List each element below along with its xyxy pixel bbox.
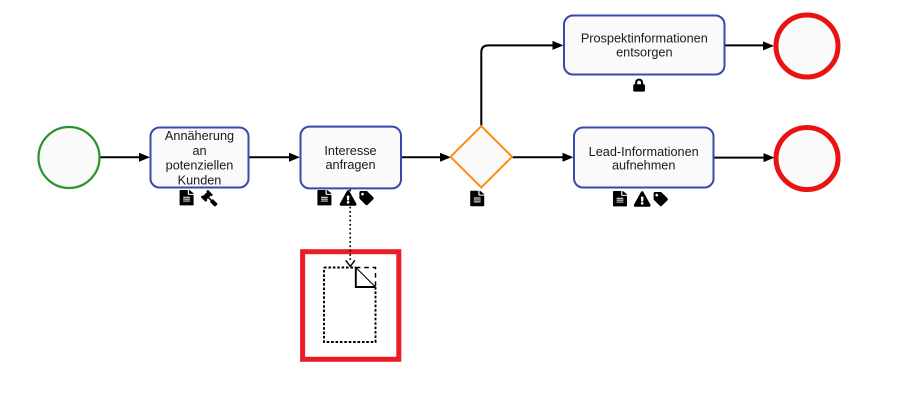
svg-text:Interesse: Interesse [324, 144, 376, 158]
svg-text:aufnehmen: aufnehmen [612, 159, 676, 173]
svg-text:potenziellen: potenziellen [166, 159, 234, 173]
svg-text:Annäherung: Annäherung [165, 129, 234, 143]
svg-text:Prospektinformationen: Prospektinformationen [581, 32, 708, 46]
svg-text:Lead-Informationen: Lead-Informationen [589, 145, 699, 159]
svg-text:Kunden: Kunden [178, 173, 222, 187]
svg-text:entsorgen: entsorgen [616, 46, 672, 60]
svg-text:an: an [192, 144, 206, 158]
svg-text:anfragen: anfragen [325, 158, 375, 172]
